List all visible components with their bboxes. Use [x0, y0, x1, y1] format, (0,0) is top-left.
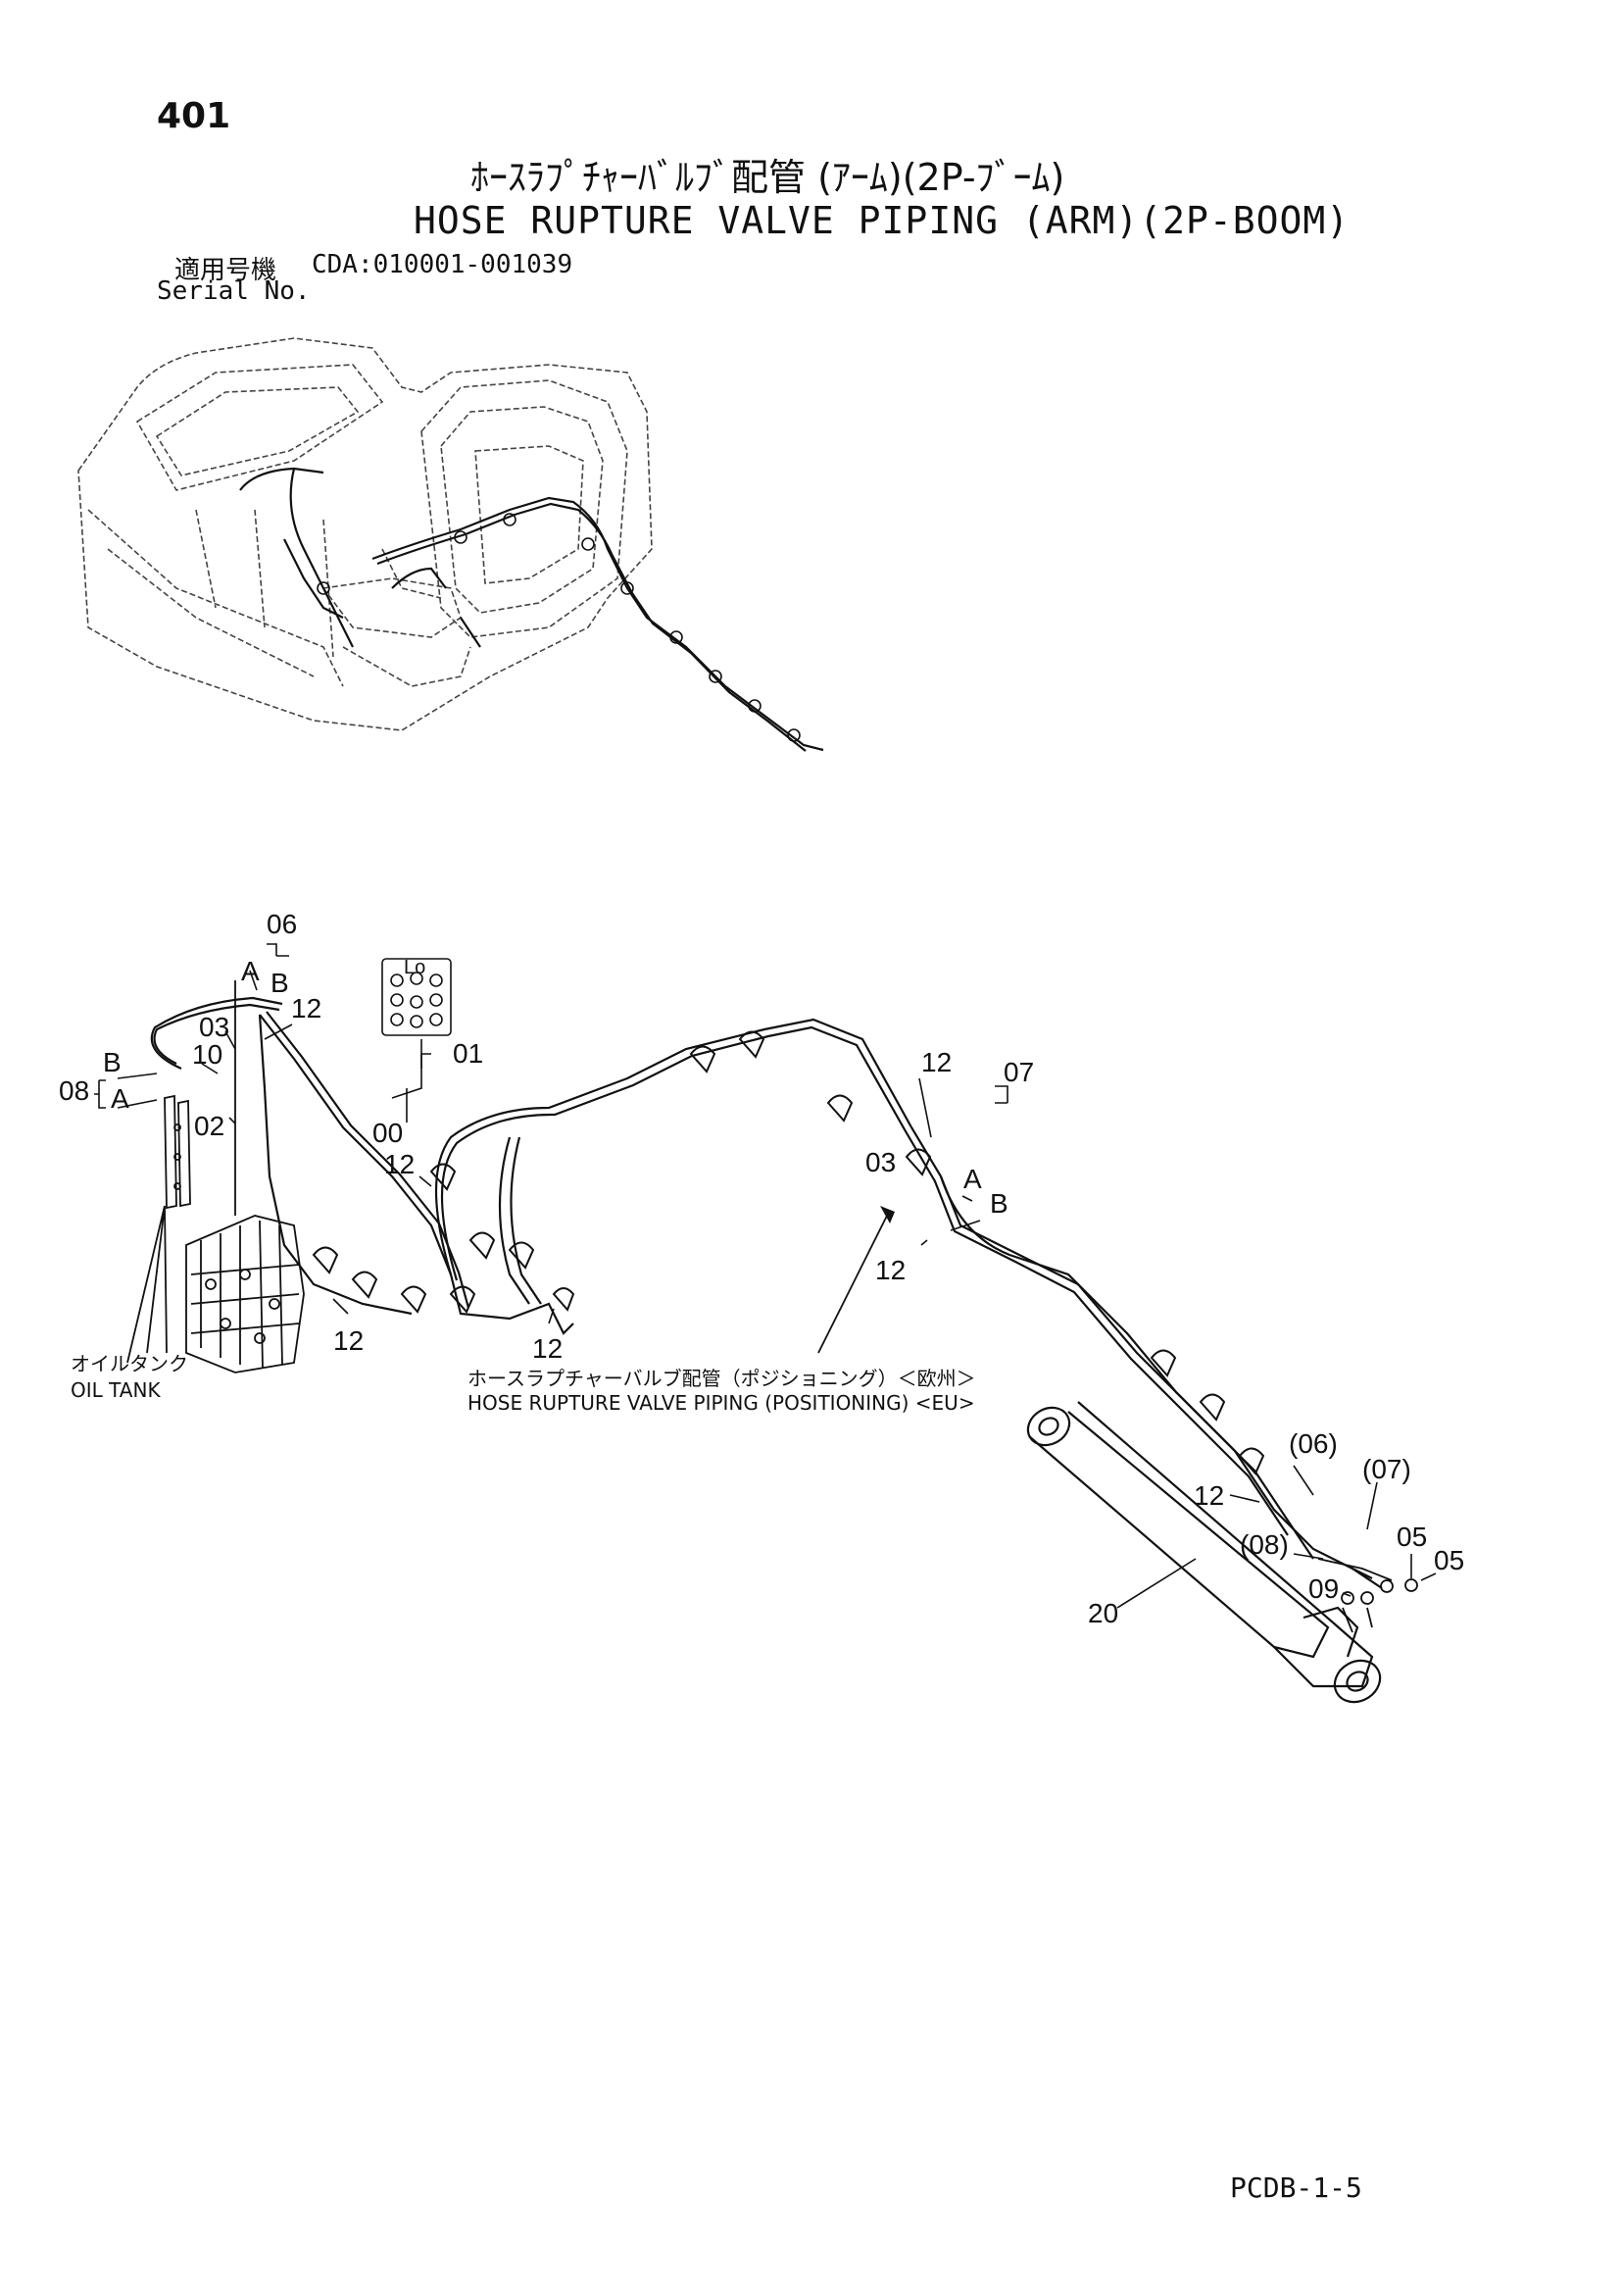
callout-leaders	[94, 943, 1437, 1609]
positioning-note-en: HOSE RUPTURE VALVE PIPING (POSITIONING) …	[467, 1391, 975, 1415]
oil-tank-bracket	[126, 1094, 191, 1364]
callout-12-bottom-left: 12	[333, 1325, 364, 1356]
callout-01: 01	[453, 1038, 483, 1069]
serial-label-english: Serial No.	[157, 276, 311, 306]
callout-12-top-left: 12	[291, 993, 321, 1023]
serial-range: CDA:010001-001039	[312, 250, 573, 279]
hose-routing	[150, 996, 1383, 1589]
overview-hose-route	[239, 467, 824, 752]
callout-06-a: A	[241, 956, 260, 986]
callout-10: 10	[192, 1039, 222, 1070]
callout-03-right: 03	[865, 1147, 896, 1177]
callout-00: 00	[372, 1118, 403, 1148]
callout-05-b: 05	[1434, 1545, 1464, 1575]
callout-07-b: B	[990, 1188, 1008, 1219]
overview-clamps	[317, 513, 801, 742]
positioning-note-jp: ホースラプチャーバルブ配管（ポジショニング）＜欧州＞	[467, 1367, 976, 1390]
title-japanese: ﾎｰｽﾗﾌﾟﾁｬｰﾊﾞﾙﾌﾞ配管 (ｱｰﾑ)(2P-ﾌﾞｰﾑ)	[470, 156, 1065, 199]
arm-cylinder	[1026, 1401, 1382, 1704]
oil-tank-label-en: OIL TANK	[71, 1378, 161, 1402]
control-valve-block	[185, 980, 305, 1373]
callout-02: 02	[194, 1111, 224, 1141]
title-english: HOSE RUPTURE VALVE PIPING (ARM)(2P-BOOM)	[414, 199, 1351, 242]
positioning-arrowhead	[880, 1206, 895, 1223]
callout-03-left: 03	[199, 1012, 229, 1042]
serial-label-japanese: 適用号機	[174, 256, 277, 285]
callout-12-near-cylinder: 12	[1194, 1480, 1224, 1511]
callout-08: 08	[59, 1075, 89, 1106]
callout-06-paren: (06)	[1289, 1428, 1338, 1459]
callout-05-a: 05	[1397, 1522, 1427, 1552]
footer-code: PCDB-1-5	[1230, 2171, 1362, 2204]
callout-07-a: A	[963, 1164, 982, 1194]
callout-08-a: A	[111, 1083, 129, 1114]
callout-07-paren: (07)	[1362, 1454, 1411, 1484]
callout-06-b: B	[270, 968, 289, 998]
callout-09: 09	[1308, 1573, 1339, 1604]
page-number: 401	[157, 96, 231, 136]
callout-07: 07	[1004, 1057, 1034, 1087]
callout-08-b: B	[103, 1047, 122, 1077]
callout-12-mid-left: 12	[384, 1149, 415, 1179]
callout-12-top-right: 12	[921, 1047, 952, 1077]
callout-20: 20	[1088, 1598, 1118, 1628]
callout-06: 06	[267, 909, 297, 939]
positioning-leader	[817, 1215, 888, 1354]
cylinder-fittings	[1317, 1558, 1418, 1633]
callout-12-bottom-mid: 12	[532, 1333, 563, 1364]
hose-clamps	[312, 1030, 1265, 1475]
callout-08-paren: (08)	[1240, 1529, 1289, 1560]
valve-block-label: Lo	[404, 957, 425, 978]
excavator-overview	[77, 337, 653, 731]
pilot-valve	[381, 958, 452, 1099]
oil-tank-label-jp: オイルタンク	[71, 1352, 188, 1375]
callout-12-right-mid: 12	[875, 1255, 906, 1285]
